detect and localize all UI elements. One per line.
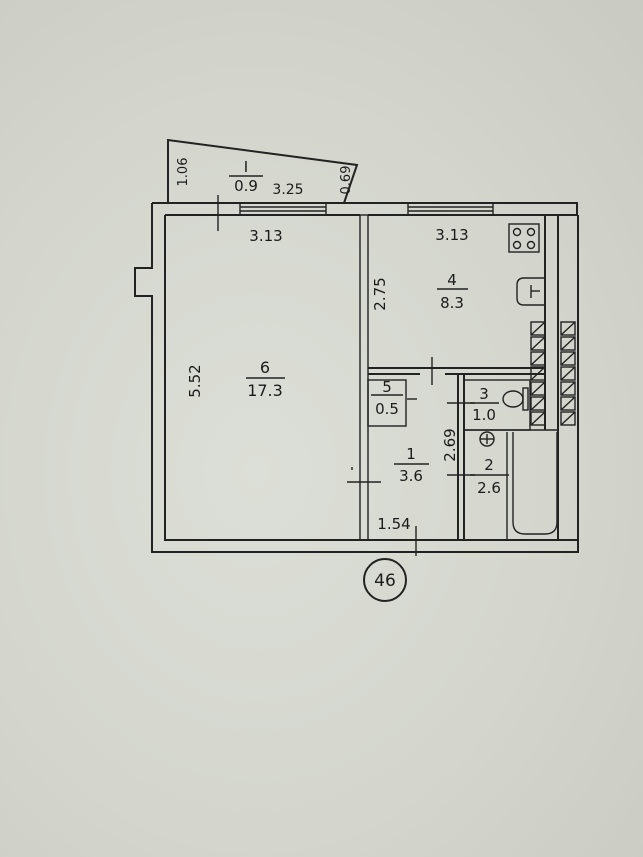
window-kitchen [407,202,494,216]
vent-cell [560,336,576,351]
plan-number-circle [363,558,407,602]
balcony-dim-left: 1.06 [176,158,191,187]
balcony-label: I [244,158,248,176]
vent-diagonal [530,366,546,381]
vent-diagonal [530,321,546,336]
room2-number: 2 [484,456,494,474]
bathtub-icon [506,432,558,540]
room1-number: 1 [406,445,416,463]
room6-area: 17.3 [247,381,283,400]
kitchen-width: 3.13 [435,226,468,244]
vent-cell [530,336,546,351]
balcony-dim-right: 0.69 [339,166,354,195]
vent-diagonal [560,366,576,381]
window-room6 [200,195,327,231]
vent-cell [560,366,576,381]
balcony-area: 0.9 [234,177,258,195]
vent-cell [530,351,546,366]
vent-cell [560,396,576,411]
vent-diagonal [560,351,576,366]
balcony [167,138,359,204]
vent-diagonal [560,381,576,396]
vent-cell [560,321,576,336]
kitchen-depth: 2.75 [371,277,389,310]
vent-cell [560,381,576,396]
room4-number: 4 [447,271,457,289]
vent-diagonal [530,411,546,426]
labels: I 0.9 1.06 3.25 0.69 3.13 5.52 6 17.3 3.… [176,158,501,591]
balcony-dim-top: 3.25 [272,182,303,198]
vent-diagonal [560,336,576,351]
vent-diagonal [530,381,546,396]
washbasin-icon [479,431,495,447]
room6-width: 3.13 [249,227,282,245]
sink-icon [516,277,545,306]
vent-diagonal [560,321,576,336]
room1-area: 3.6 [399,467,423,485]
room3-area: 1.0 [472,406,496,424]
stove-icon [508,223,540,253]
vent-cell [530,321,546,336]
vent-diagonal [530,396,546,411]
room5-number: 5 [382,378,392,396]
plan-number: 46 [374,571,396,591]
room6-number: 6 [260,358,270,377]
room3-number: 3 [479,385,489,403]
vent-cell [560,351,576,366]
vent-cell [530,381,546,396]
room6-length: 5.52 [186,364,204,397]
vent-cell [530,411,546,426]
vent-cell [560,411,576,426]
vent-diagonal [530,336,546,351]
room4-area: 8.3 [440,294,464,312]
room2-area: 2.6 [477,479,501,497]
vent-diagonal [530,351,546,366]
fraction-lines [246,288,509,476]
vent-cell [530,366,546,381]
hall-width: 1.54 [377,515,410,533]
toilet-icon [502,387,529,411]
vent-diagonal [560,396,576,411]
hall-depth: 2.69 [441,428,459,461]
vent-diagonal [560,411,576,426]
ventilation-shaft [530,321,576,426]
vent-cell [530,396,546,411]
room5-area: 0.5 [375,400,399,418]
